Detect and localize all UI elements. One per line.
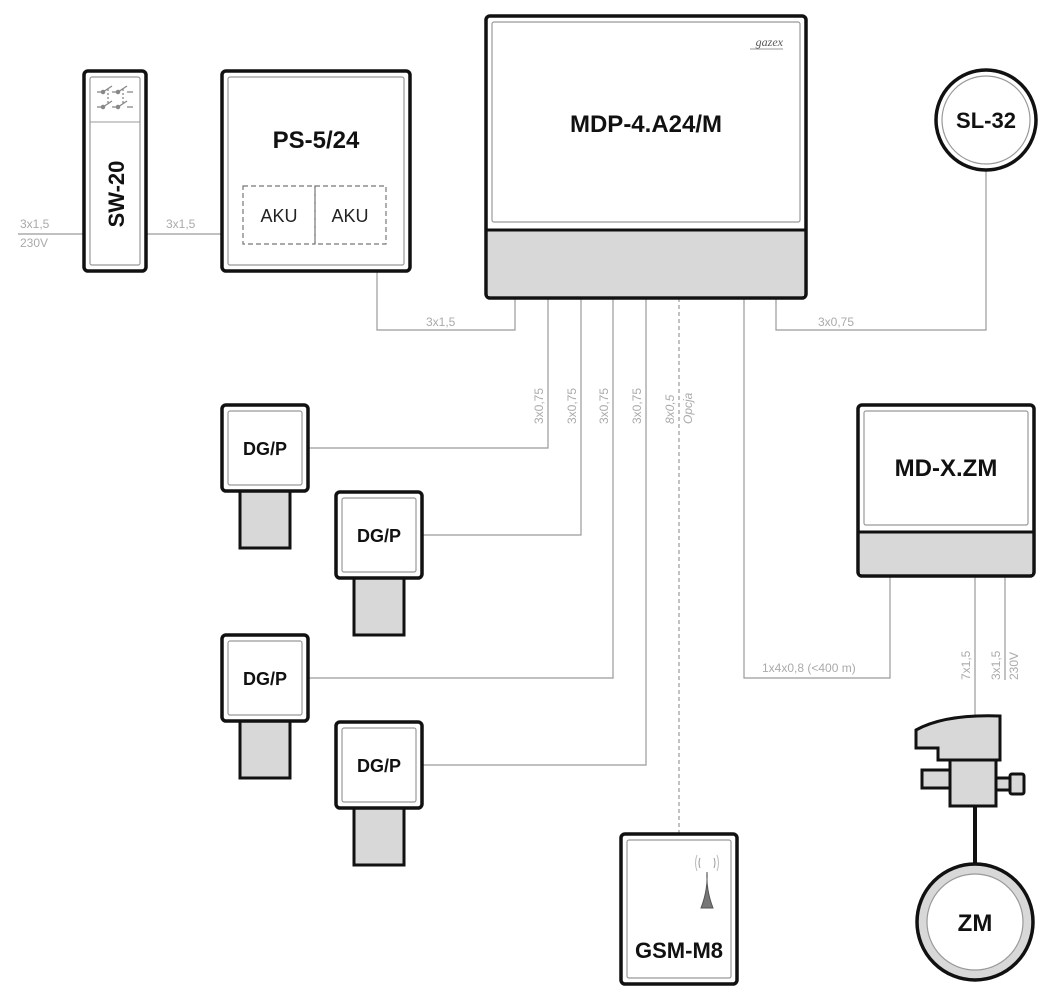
dgp-sensor-head-2 xyxy=(352,573,406,637)
mdx-terminal-strip xyxy=(860,532,1032,574)
mdp-to-mdx-wire xyxy=(743,298,891,679)
antenna-icon xyxy=(695,854,719,909)
gsm-box xyxy=(619,832,739,986)
mdx-power-cable-label: 3x1,5 xyxy=(989,650,1003,680)
dgp-box-4 xyxy=(334,720,424,810)
mdx-module: MD-X.ZM xyxy=(856,403,1036,578)
dgp-box-1 xyxy=(220,403,310,493)
shutoff-valve: ZM xyxy=(914,714,1035,982)
cable-labels: 3x1,5 230V 3x1,5 3x1,5 3x0,75 3x0,75 3x0… xyxy=(20,217,1021,680)
aku-label-1: AKU xyxy=(260,206,297,226)
zm-inner xyxy=(926,873,1024,971)
dgp-sensor-head-4 xyxy=(352,803,406,867)
ps-mdp-cable-label: 3x1,5 xyxy=(426,315,456,329)
valve-knob xyxy=(1008,772,1026,796)
dgp-detector-3: DG/P xyxy=(220,633,310,780)
dgp-box-3 xyxy=(220,633,310,723)
dgp-sensor-head-3 xyxy=(238,716,292,780)
mdp-terminal-strip xyxy=(488,230,804,296)
mains-voltage-label: 230V xyxy=(20,236,48,250)
wires xyxy=(18,170,1006,834)
mdp-controller: gazex MDP-4.A24/M xyxy=(484,14,808,300)
dgp-detector-1: DG/P xyxy=(220,403,310,550)
zm-label: ZM xyxy=(958,910,993,937)
dg1-wire xyxy=(308,298,549,449)
dg4-cable-label: 3x0,75 xyxy=(630,388,644,424)
ps524-inner xyxy=(227,76,405,266)
dg1-cable-label: 3x0,75 xyxy=(532,388,546,424)
ps524-box xyxy=(220,69,412,273)
dg4-wire xyxy=(422,298,647,766)
aku-label-2: AKU xyxy=(331,206,368,226)
mdp-inner xyxy=(491,21,801,223)
valve-right-port xyxy=(994,776,1012,792)
sl32-outer xyxy=(934,68,1038,172)
dgp-label-3: DG/P xyxy=(243,669,287,689)
valve-left-port xyxy=(920,768,952,790)
dgp-label-1: DG/P xyxy=(243,439,287,459)
aku-battery-2 xyxy=(314,185,387,245)
switch-symbol-icon xyxy=(97,85,133,110)
gsm-label: GSM-M8 xyxy=(635,938,723,963)
valve-actuator-icon xyxy=(914,714,1002,762)
ps-to-mdp-wire xyxy=(376,272,516,331)
sw20-box xyxy=(82,69,148,273)
dg2-wire xyxy=(422,298,582,536)
dgp-detector-2: DG/P xyxy=(334,490,424,637)
dgp-box-2 xyxy=(334,490,424,580)
gsm-cable-label: 8x0,5 xyxy=(663,394,677,424)
valve-body xyxy=(948,758,998,808)
mdp-box xyxy=(484,14,808,300)
mains-cable-label: 3x1,5 xyxy=(20,217,50,231)
dgp-label-4: DG/P xyxy=(357,756,401,776)
ps524-power-supply: PS-5/24 AKU AKU xyxy=(220,69,412,273)
mdp-to-sl-wire xyxy=(775,170,987,331)
sw20-switch: SW-20 xyxy=(82,69,148,273)
dgp-detector-4: DG/P xyxy=(334,720,424,867)
sl32-label: SL-32 xyxy=(956,108,1016,133)
gsm-option-label: Opcja xyxy=(681,392,695,424)
sw20-inner xyxy=(89,76,141,266)
mdp-label: MDP-4.A24/M xyxy=(570,111,722,138)
sw-ps-cable-label: 3x1,5 xyxy=(166,217,196,231)
mdp-mdx-cable-label: 1x4x0,8 (<400 m) xyxy=(762,661,856,675)
dgp-sensor-head-1 xyxy=(238,486,292,550)
dg3-wire xyxy=(308,298,614,679)
dgp-label-2: DG/P xyxy=(357,526,401,546)
ps524-label: PS-5/24 xyxy=(273,127,360,154)
sl32-inner xyxy=(941,75,1031,165)
gazex-brand-label: gazex xyxy=(756,35,784,49)
dg2-cable-label: 3x0,75 xyxy=(565,388,579,424)
mdx-power-voltage-label: 230V xyxy=(1007,652,1021,680)
mdp-sl-cable-label: 3x0,75 xyxy=(818,315,854,329)
mdx-valve-cable-label: 7x1,5 xyxy=(959,650,973,680)
sl32-signaller: SL-32 xyxy=(934,68,1038,172)
mdx-label: MD-X.ZM xyxy=(895,455,998,482)
sw20-label: SW-20 xyxy=(104,161,129,228)
gsm-module: GSM-M8 xyxy=(619,832,739,986)
dg3-cable-label: 3x0,75 xyxy=(597,388,611,424)
